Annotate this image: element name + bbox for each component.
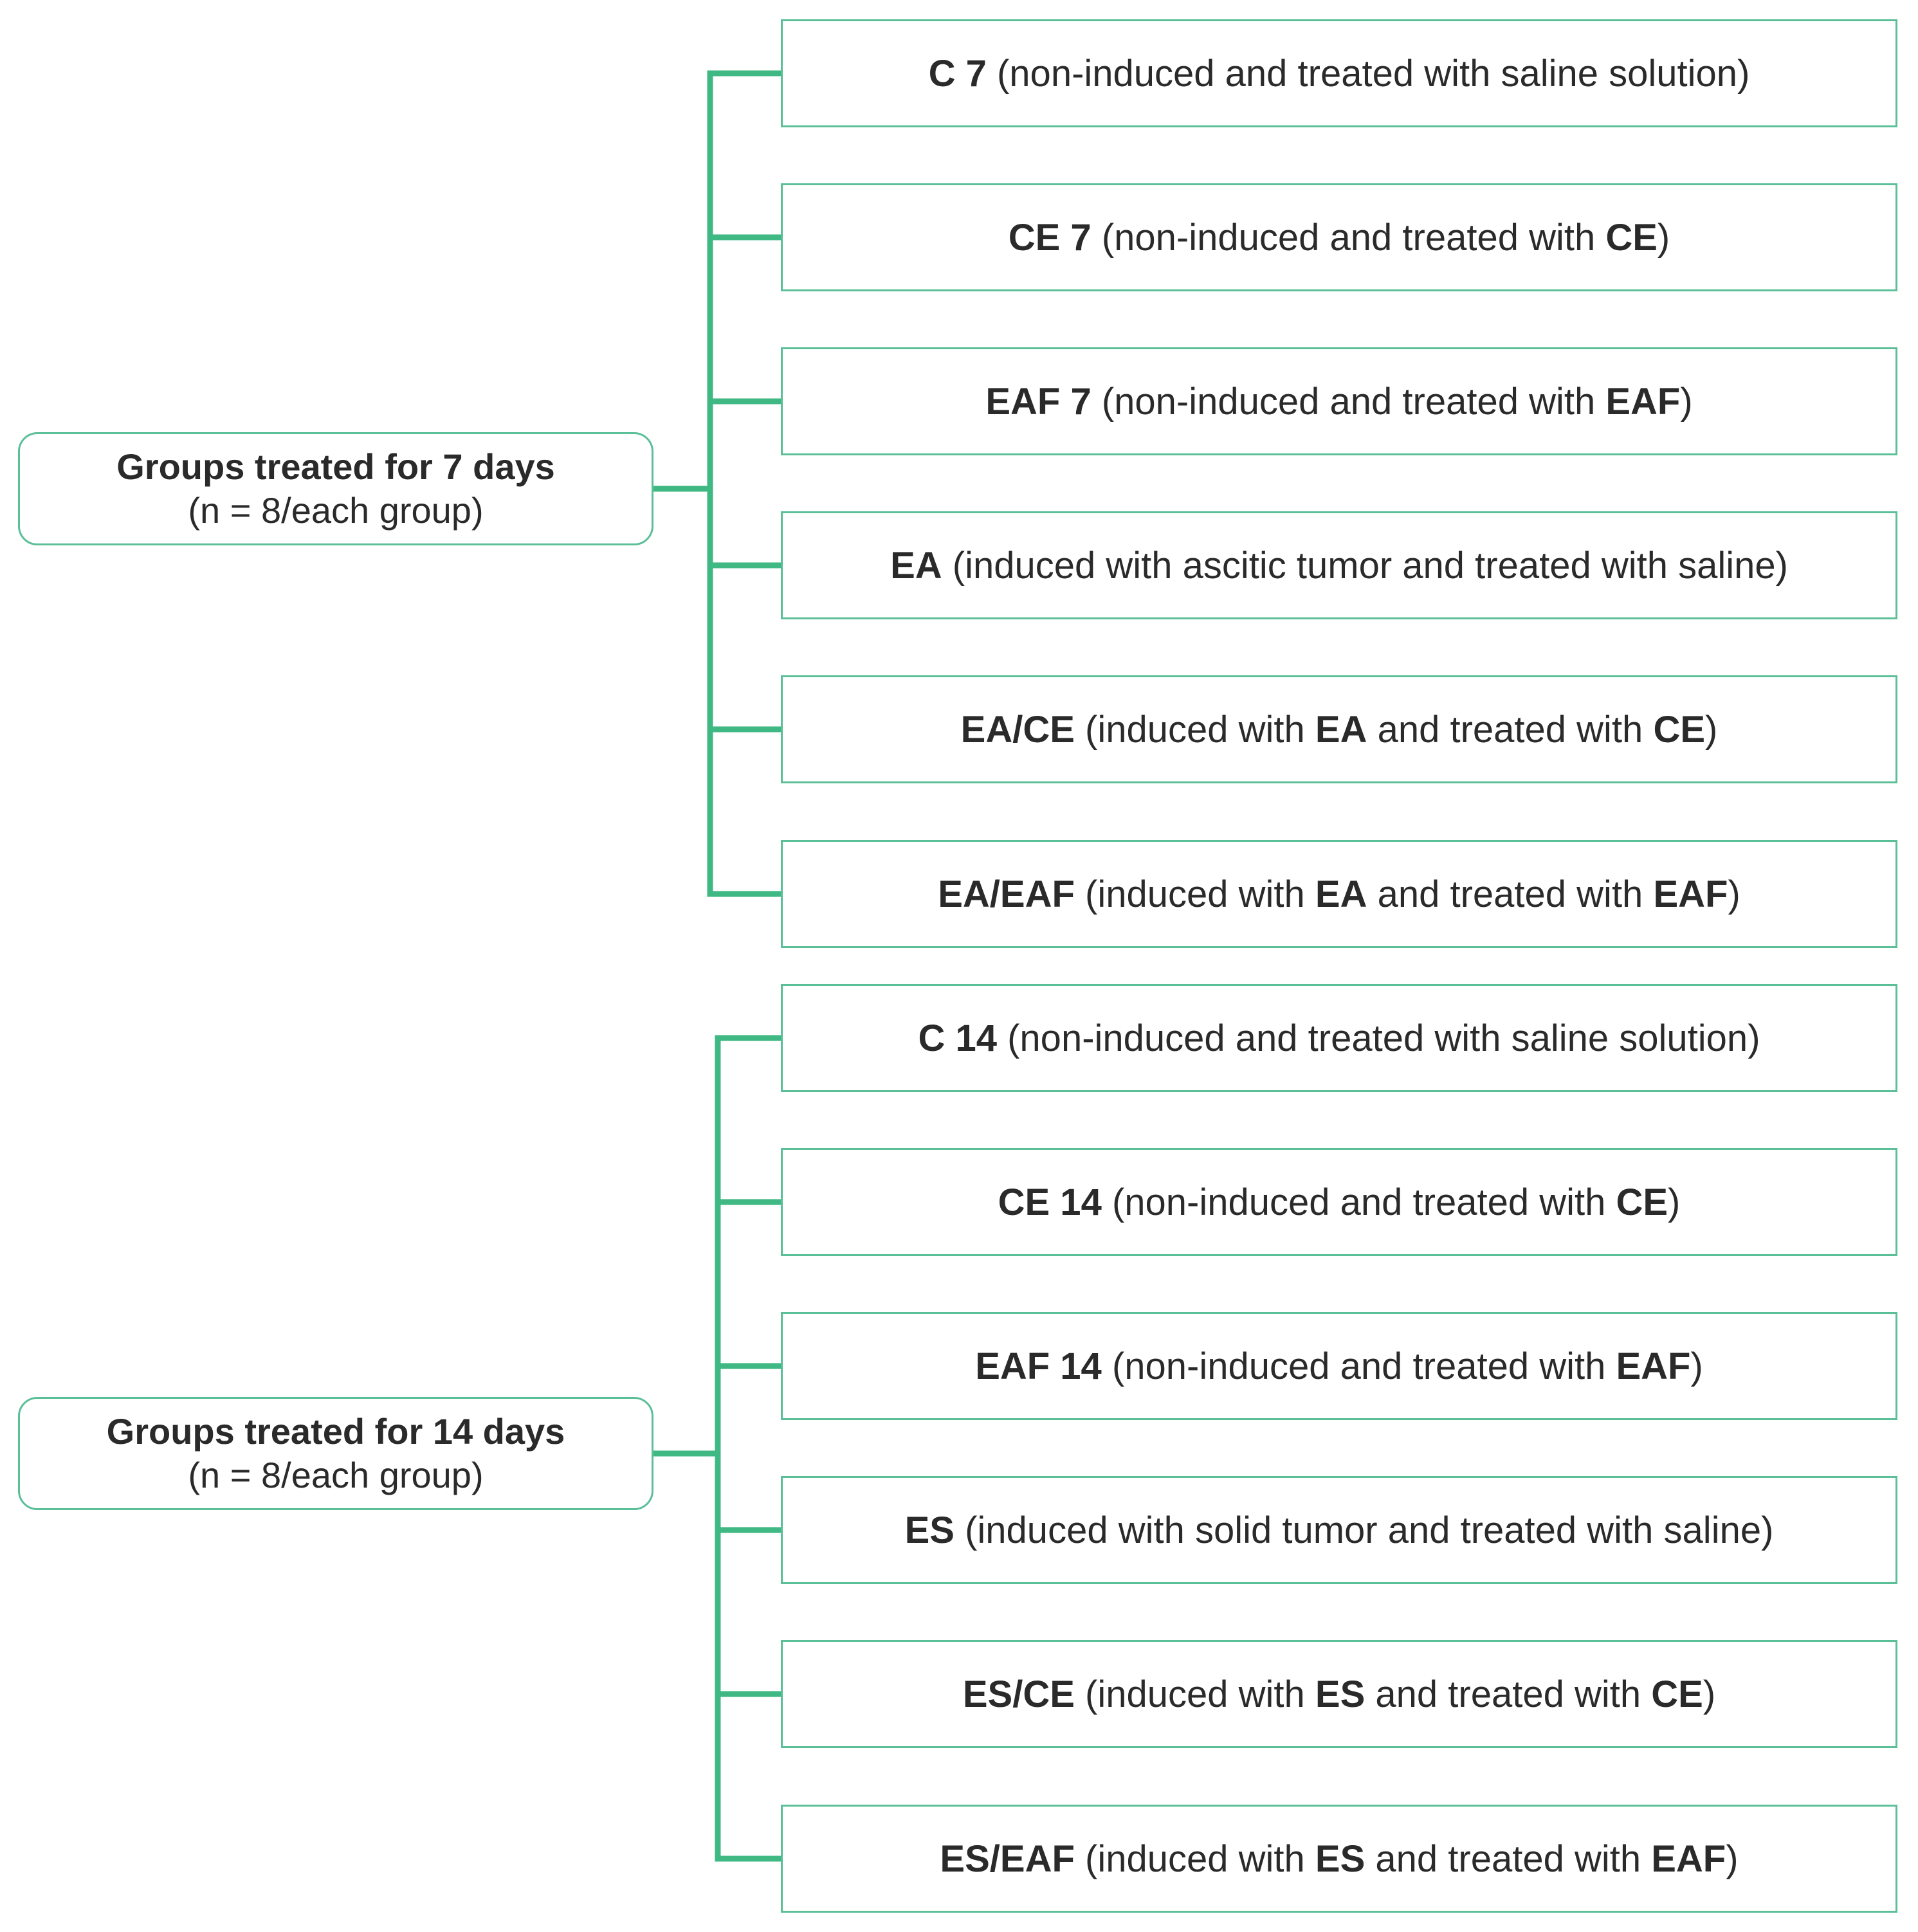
desc-keyword: EAF [1605, 380, 1681, 423]
desc-keyword: EAF [1616, 1345, 1691, 1387]
desc-text: (induced with [1085, 708, 1315, 751]
item-description: (non-induced and treated with EAF) [1112, 1345, 1703, 1388]
desc-keyword: ES [1315, 1837, 1365, 1880]
desc-text: and treated with [1367, 708, 1654, 751]
item-description: (non-induced and treated with saline sol… [997, 52, 1749, 95]
item-code: EAF 14 [975, 1345, 1102, 1387]
desc-text: ) [1657, 216, 1670, 259]
group-item-ce14: CE 14 (non-induced and treated with CE) [781, 1148, 1897, 1256]
group-item-ea: EA (induced with ascitic tumor and treat… [781, 511, 1897, 619]
group-item-es: ES (induced with solid tumor and treated… [781, 1476, 1897, 1584]
group-7-days-box: Groups treated for 7 days (n = 8/each gr… [18, 432, 653, 545]
group-title: Groups treated for 14 days [106, 1411, 565, 1452]
group-item-ce7: CE 7 (non-induced and treated with CE) [781, 183, 1897, 291]
desc-text: (induced with ascitic tumor and treated … [952, 544, 1788, 587]
item-description: (induced with EA and treated with EAF) [1085, 873, 1740, 916]
item-description: (induced with EA and treated with CE) [1085, 708, 1717, 751]
desc-text: ) [1690, 1345, 1703, 1387]
desc-keyword: CE [1605, 216, 1658, 259]
desc-text: (induced with [1085, 873, 1315, 915]
group-1-connectors [650, 70, 784, 897]
item-code: EA [890, 544, 942, 587]
desc-text: (non-induced and treated with saline sol… [1007, 1017, 1760, 1059]
desc-text: ) [1728, 873, 1740, 915]
group-title: Groups treated for 7 days [116, 446, 555, 487]
desc-keyword: EAF [1653, 873, 1728, 915]
group-item-c14: C 14 (non-induced and treated with salin… [781, 984, 1897, 1092]
item-code: C 14 [918, 1017, 997, 1059]
desc-text: ) [1680, 380, 1693, 423]
group-subtitle: (n = 8/each group) [188, 1455, 484, 1495]
item-code: EA/CE [960, 708, 1075, 751]
group-item-ea-ce: EA/CE (induced with EA and treated with … [781, 675, 1897, 783]
item-code: CE 14 [998, 1181, 1102, 1223]
item-code: ES/EAF [940, 1837, 1075, 1880]
group-item-eaf7: EAF 7 (non-induced and treated with EAF) [781, 347, 1897, 455]
item-description: (non-induced and treated with CE) [1102, 216, 1670, 259]
desc-text: and treated with [1367, 873, 1654, 915]
item-description: (non-induced and treated with CE) [1112, 1181, 1680, 1224]
desc-keyword: ES [1315, 1673, 1365, 1715]
desc-text: (induced with [1085, 1673, 1315, 1715]
item-code: ES/CE [962, 1673, 1075, 1715]
item-description: (non-induced and treated with EAF) [1102, 380, 1693, 423]
item-code: C 7 [928, 52, 987, 95]
group-item-es-eaf: ES/EAF (induced with ES and treated with… [781, 1805, 1897, 1913]
desc-text: (non-induced and treated with [1111, 1181, 1616, 1223]
desc-text: (non-induced and treated with [1111, 1345, 1616, 1387]
item-code: CE 7 [1008, 216, 1091, 259]
desc-keyword: CE [1616, 1181, 1668, 1223]
item-code: EAF 7 [985, 380, 1091, 423]
desc-keyword: EA [1315, 873, 1367, 915]
desc-keyword: EAF [1651, 1837, 1726, 1880]
desc-text: (induced with [1085, 1837, 1315, 1880]
desc-text: ) [1726, 1837, 1739, 1880]
item-description: (induced with ES and treated with CE) [1085, 1673, 1715, 1716]
item-description: (induced with ascitic tumor and treated … [953, 544, 1788, 587]
desc-text: and treated with [1365, 1837, 1652, 1880]
desc-text: (non-induced and treated with [1101, 216, 1606, 259]
group-item-eaf14: EAF 14 (non-induced and treated with EAF… [781, 1312, 1897, 1420]
desc-text: (non-induced and treated with [1101, 380, 1606, 423]
desc-text: and treated with [1365, 1673, 1652, 1715]
group-item-es-ce: ES/CE (induced with ES and treated with … [781, 1640, 1897, 1748]
group-2-connectors [650, 1035, 784, 1862]
desc-text: ) [1668, 1181, 1681, 1223]
desc-text: (induced with solid tumor and treated wi… [965, 1509, 1774, 1551]
item-code: ES [904, 1509, 954, 1551]
item-description: (induced with ES and treated with EAF) [1085, 1837, 1739, 1881]
group-item-ea-eaf: EA/EAF (induced with EA and treated with… [781, 840, 1897, 948]
group-item-c7: C 7 (non-induced and treated with saline… [781, 19, 1897, 127]
desc-text: ) [1705, 708, 1718, 751]
item-description: (induced with solid tumor and treated wi… [965, 1509, 1773, 1552]
desc-keyword: EA [1315, 708, 1367, 751]
desc-text: ) [1703, 1673, 1716, 1715]
item-description: (non-induced and treated with saline sol… [1007, 1017, 1760, 1060]
group-14-days-box: Groups treated for 14 days (n = 8/each g… [18, 1397, 653, 1510]
group-subtitle: (n = 8/each group) [188, 490, 484, 531]
desc-keyword: CE [1653, 708, 1706, 751]
desc-text: (non-induced and treated with saline sol… [996, 52, 1750, 95]
item-code: EA/EAF [938, 873, 1075, 915]
desc-keyword: CE [1651, 1673, 1703, 1715]
